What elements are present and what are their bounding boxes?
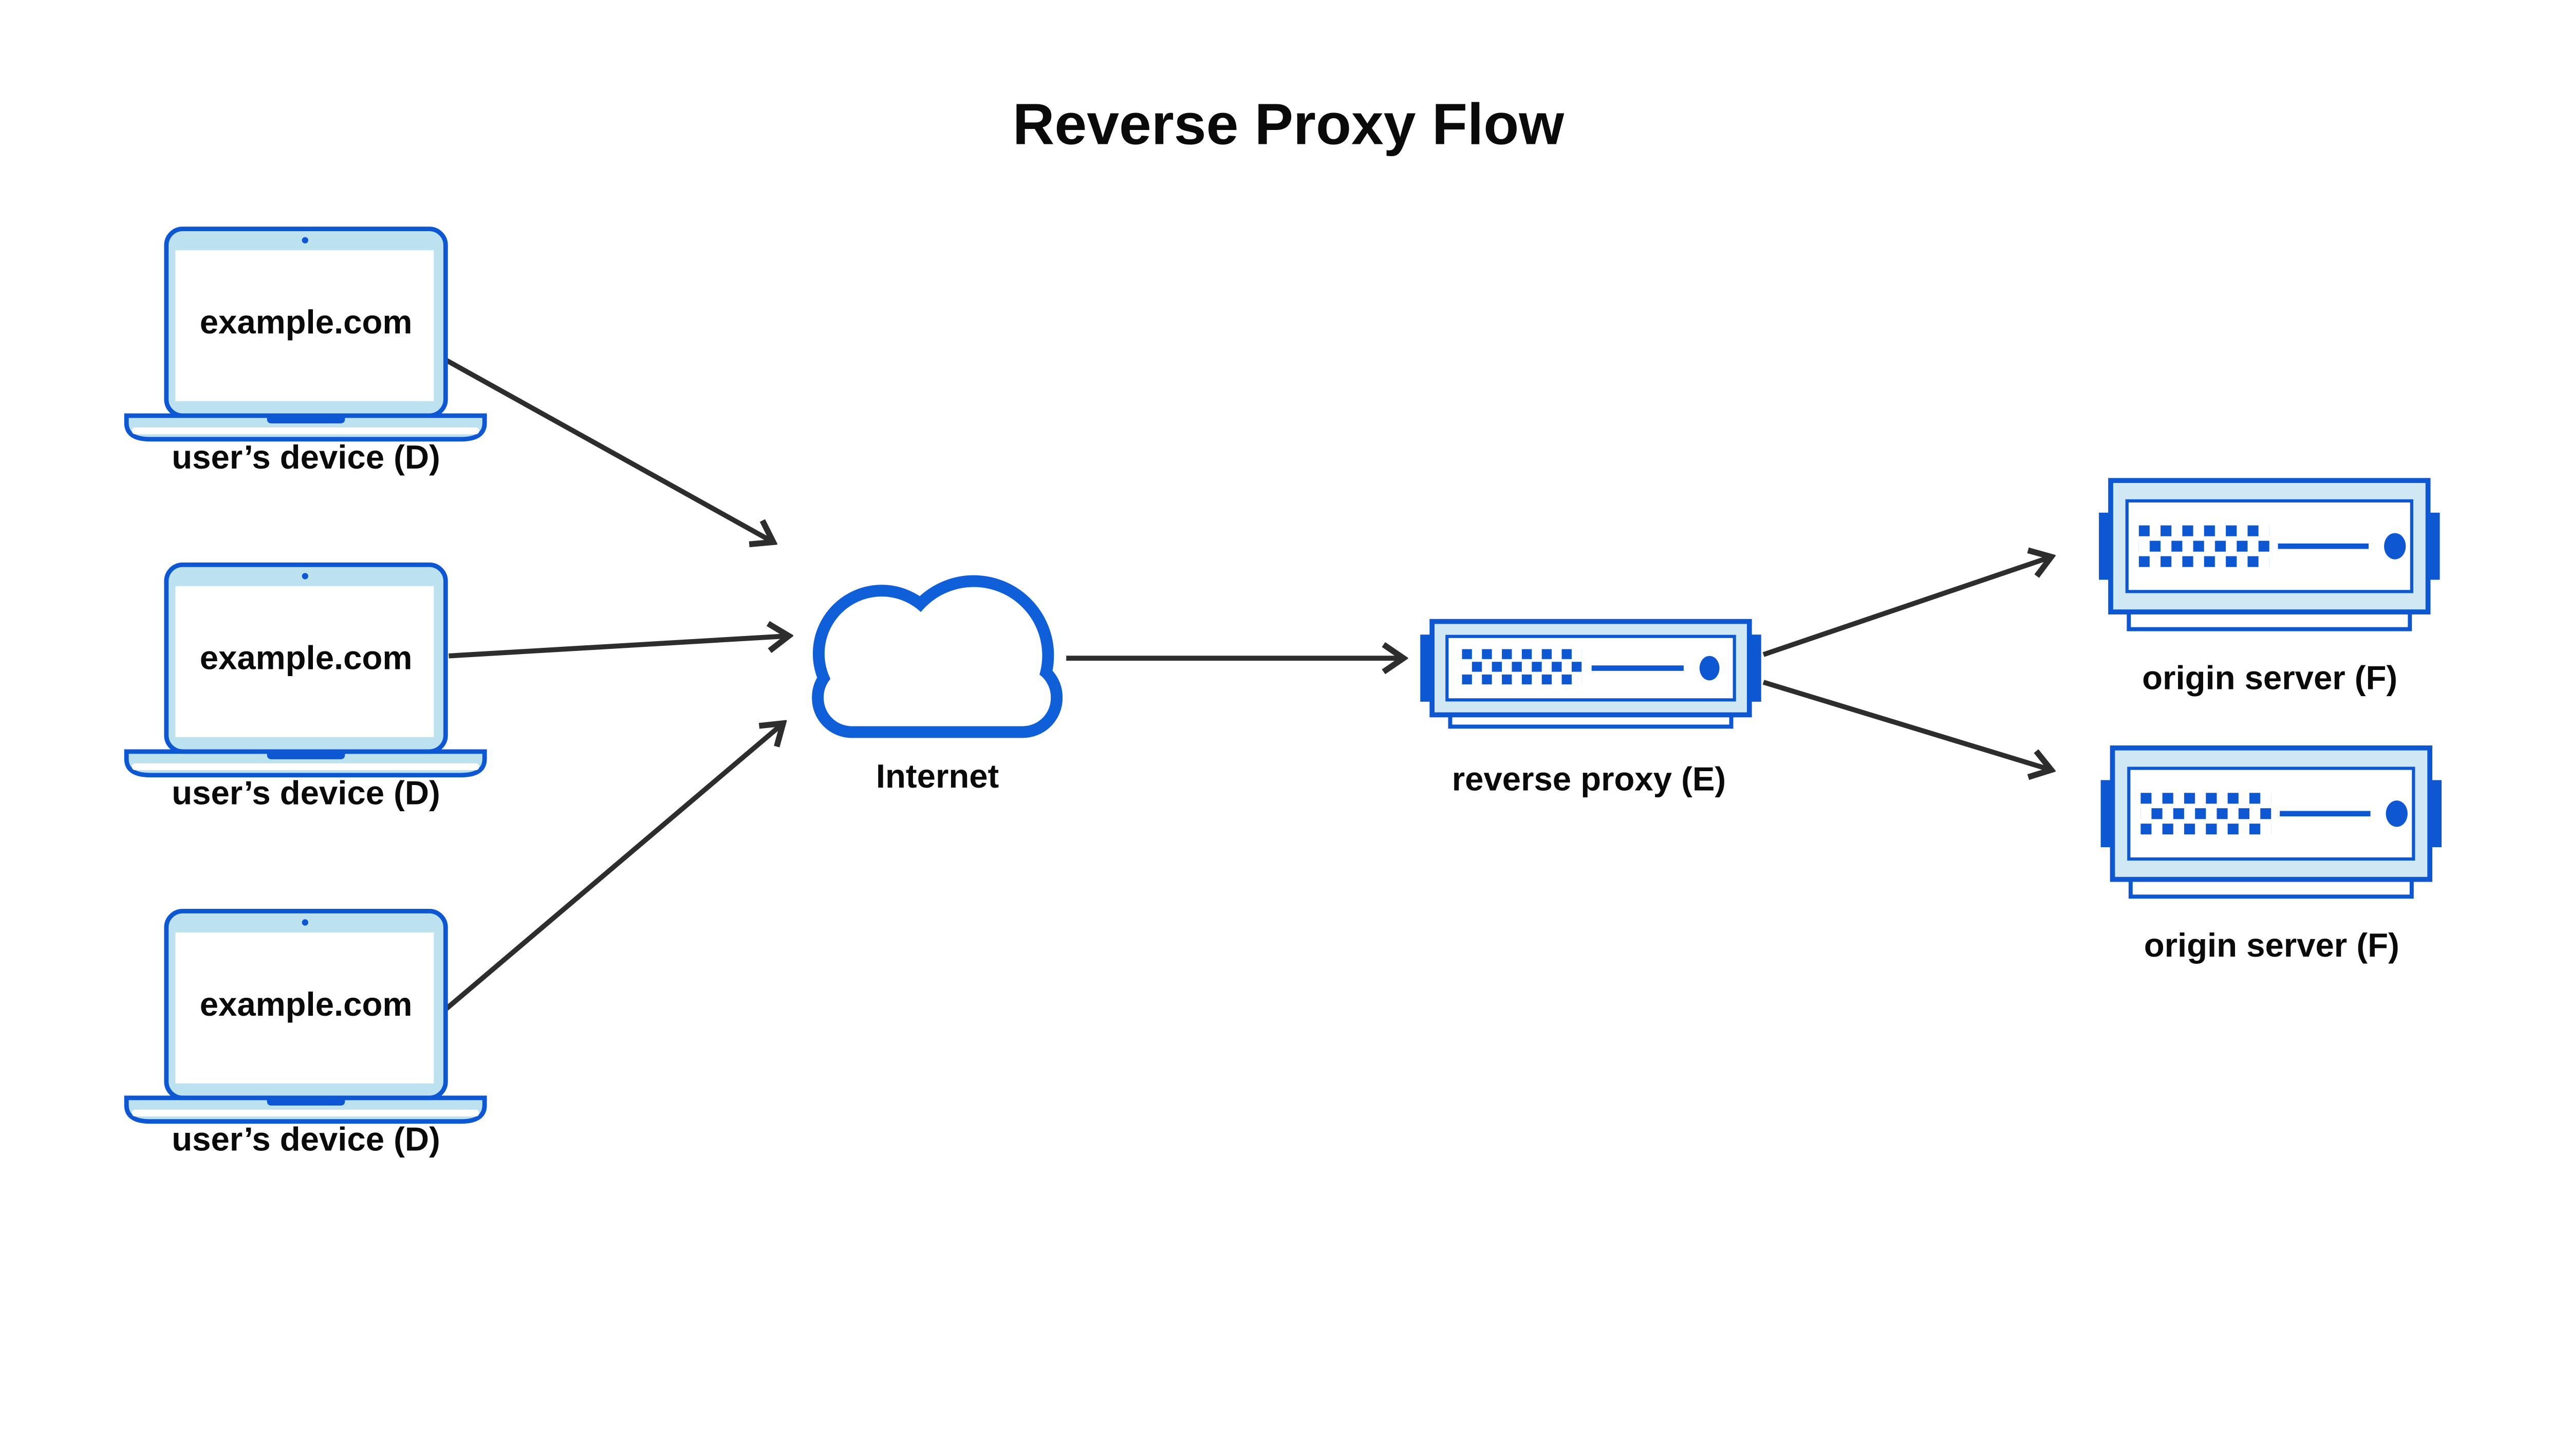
server-power-dot-icon: [1699, 656, 1720, 681]
arrow-proxy-to-origin2: [1762, 680, 2050, 770]
server-slot-line: [2280, 811, 2371, 817]
user-device-3: example.com user’s device (D): [124, 909, 487, 1158]
laptop-screen: [175, 250, 434, 401]
device-screen-text: example.com: [200, 985, 413, 1023]
arrow-proxy-to-origin1: [1762, 557, 2050, 657]
origin-server-2: origin server (F): [2100, 745, 2442, 964]
user-device-1: example.com user’s device (D): [124, 227, 487, 476]
laptop-notch: [267, 416, 345, 424]
webcam-dot-icon: [302, 237, 308, 244]
rack-server-icon: [1420, 619, 1761, 729]
rack-server-icon: [2100, 745, 2442, 899]
internet-node: Internet: [812, 575, 1063, 795]
laptop-icon: [124, 562, 487, 778]
device-screen-text: example.com: [200, 303, 413, 341]
laptop-base-highlight: [132, 427, 479, 435]
arrow-device3-to-internet: [444, 724, 783, 1011]
server-vents-icon: [1462, 649, 1582, 685]
webcam-dot-icon: [302, 573, 308, 580]
server-slot-line: [2278, 543, 2369, 549]
laptop-icon: [124, 227, 487, 442]
reverse-proxy-flow-diagram: Reverse Proxy Flow example.com user’s de…: [124, 91, 2442, 1158]
origin-server-label: origin server (F): [2144, 926, 2399, 964]
server-vents-icon: [2138, 525, 2269, 567]
arrow-device2-to-internet: [449, 636, 788, 659]
server-base: [2127, 610, 2412, 631]
user-device-2: example.com user’s device (D): [124, 562, 487, 812]
device-screen-text: example.com: [200, 639, 413, 677]
laptop-base-highlight: [132, 763, 479, 771]
reverse-proxy-label: reverse proxy (E): [1452, 760, 1726, 797]
laptop-base-highlight: [132, 1109, 479, 1117]
device-label: user’s device (D): [172, 774, 440, 812]
server-power-dot-icon: [2384, 533, 2406, 559]
laptop-notch: [267, 751, 345, 759]
server-power-dot-icon: [2386, 800, 2408, 827]
webcam-dot-icon: [302, 919, 308, 926]
arrow-device1-to-internet: [445, 358, 772, 542]
page-title: Reverse Proxy Flow: [1013, 92, 1565, 157]
device-label: user’s device (D): [172, 438, 440, 476]
laptop-screen: [175, 932, 434, 1084]
laptop-screen: [175, 586, 434, 737]
laptop-icon: [124, 909, 487, 1124]
server-base: [2128, 877, 2414, 899]
rack-server-icon: [2099, 478, 2440, 631]
flow-arrows: [444, 358, 2051, 1011]
origin-server-label: origin server (F): [2142, 659, 2397, 697]
server-slot-line: [1591, 665, 1684, 671]
server-vents-icon: [2140, 793, 2272, 835]
server-front-panel: [1445, 634, 1736, 702]
device-label: user’s device (D): [172, 1121, 440, 1158]
cloud-icon: [812, 575, 1063, 738]
internet-label: Internet: [876, 757, 999, 795]
laptop-notch: [267, 1097, 345, 1106]
origin-server-1: origin server (F): [2099, 478, 2440, 697]
reverse-proxy-node: reverse proxy (E): [1420, 619, 1761, 797]
